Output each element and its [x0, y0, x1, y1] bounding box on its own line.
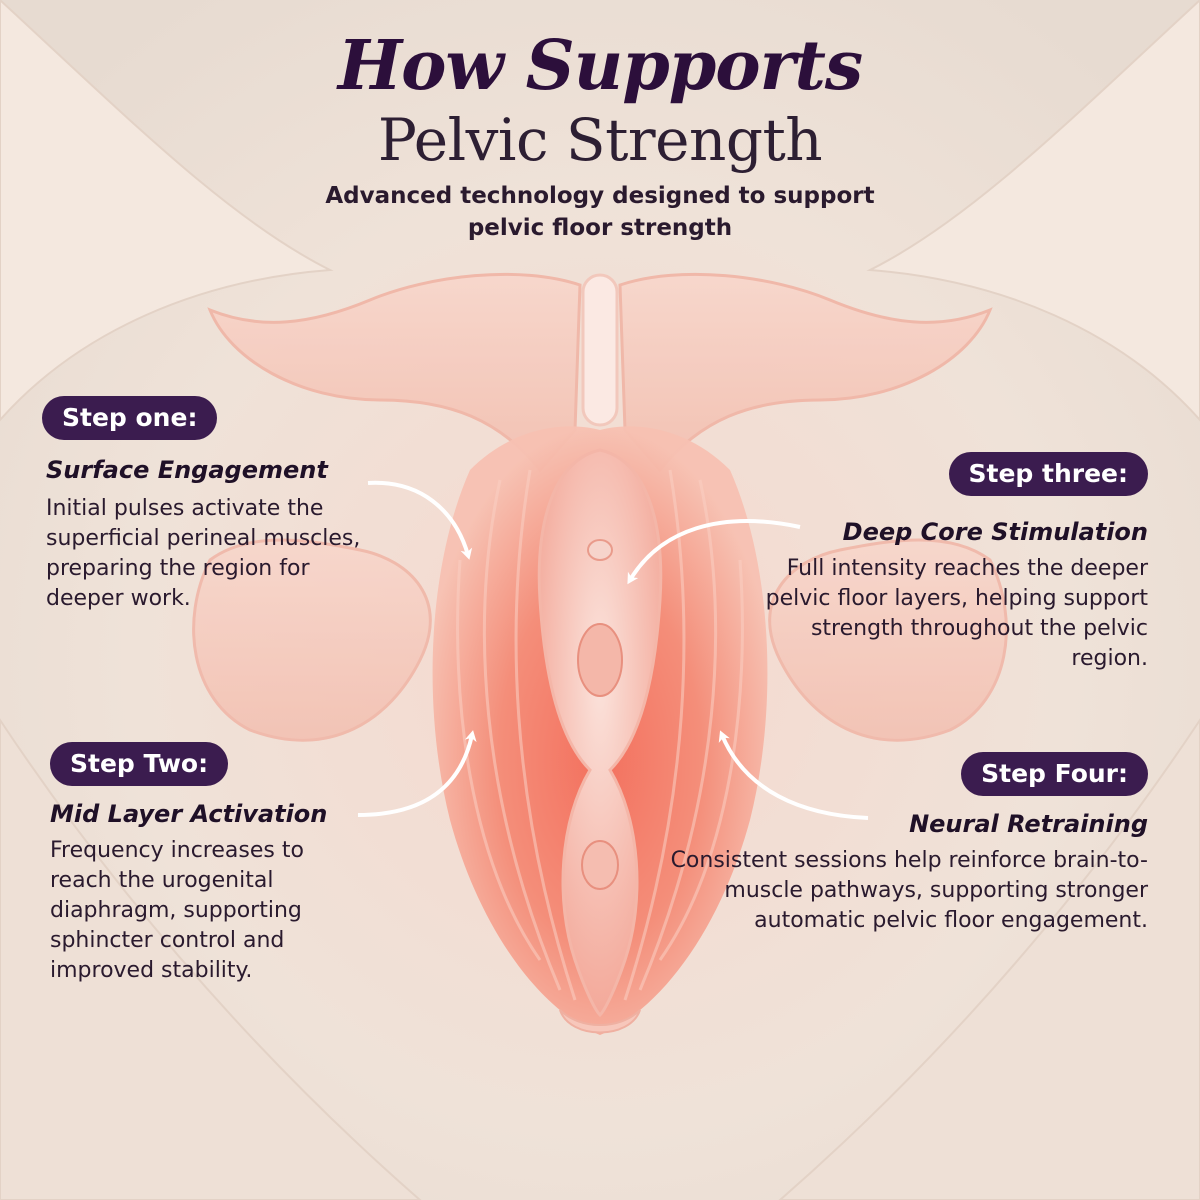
page-description: Advanced technology designed to support …	[325, 183, 875, 241]
pelvic-bones	[192, 272, 1008, 742]
pelvic-floor-muscles	[432, 426, 768, 1035]
arrow-step-two	[357, 730, 477, 817]
page-subtitle: Pelvic Strength	[377, 106, 823, 174]
page-title: How Supports	[337, 26, 863, 106]
step-one-badge: Step one:	[42, 396, 218, 440]
step-four-badge: Step Four:	[961, 752, 1148, 796]
arrow-step-three	[627, 519, 801, 585]
step-arrows	[357, 480, 869, 820]
step-two-description: Frequency increases to reach the urogeni…	[50, 838, 304, 983]
step-three-badge: Step three:	[948, 452, 1148, 496]
step-four-title: Neural Retraining	[909, 810, 1148, 838]
step-one-description: Initial pulses activate the superficial …	[46, 496, 361, 611]
arrow-step-four	[718, 730, 869, 820]
arrow-step-one	[367, 480, 473, 560]
step-four-description: Consistent sessions help reinforce brain…	[670, 848, 1148, 933]
step-one-title: Surface Engagement	[46, 456, 328, 484]
step-three-title: Deep Core Stimulation	[842, 518, 1148, 546]
step-two-badge: Step Two:	[50, 742, 229, 786]
step-three-description: Full intensity reaches the deeper pelvic…	[765, 556, 1148, 671]
step-two-title: Mid Layer Activation	[50, 800, 328, 828]
